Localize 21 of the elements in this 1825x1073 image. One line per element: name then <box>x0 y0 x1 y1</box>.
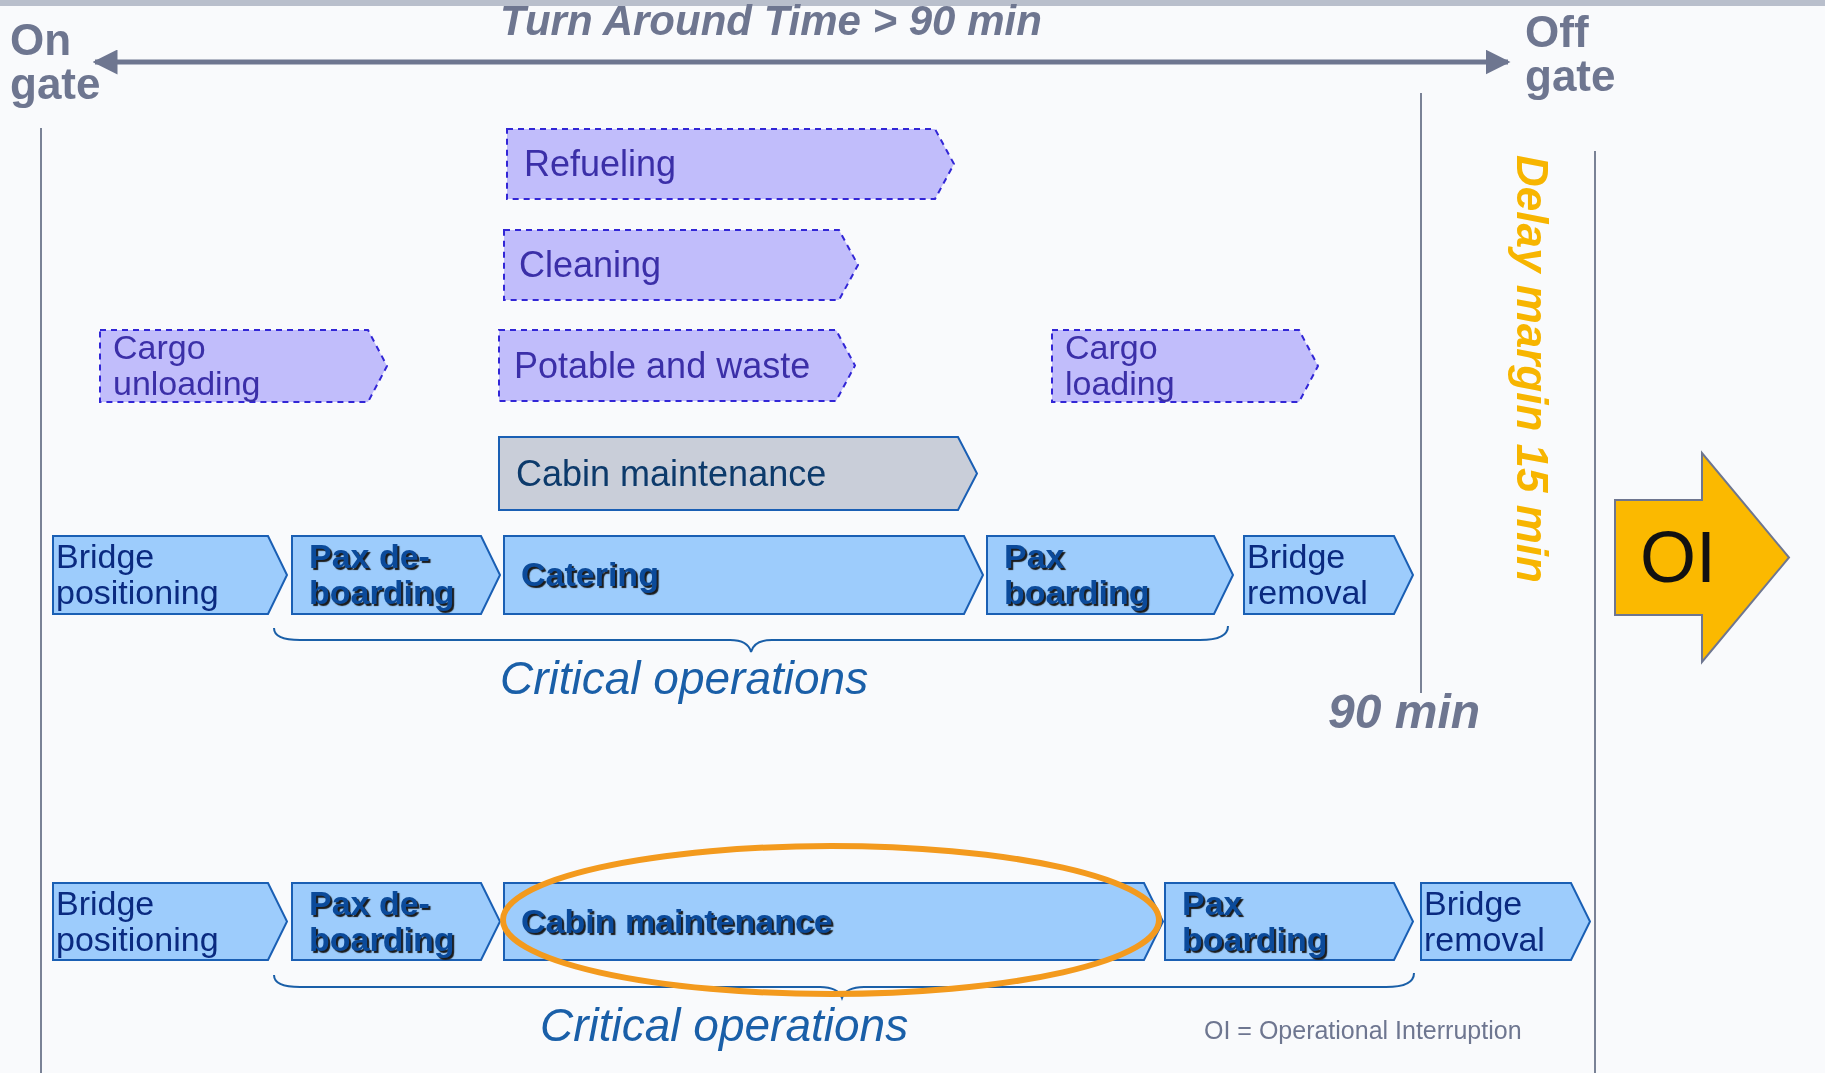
legend-note: OI = Operational Interruption <box>1204 1018 1522 1043</box>
task-bar: Bridge positioning <box>52 535 288 615</box>
critical-task-bar: Pax boarding <box>986 535 1234 615</box>
critical-task-bar: Pax boarding <box>1164 882 1414 961</box>
task-bar: Bridge removal <box>1243 535 1414 615</box>
endpoint-label: On gate <box>10 18 102 106</box>
critical-task-bar: Pax de-boarding <box>291 535 501 615</box>
optional-task-bar: Cargo loading <box>1051 329 1319 403</box>
task-bar: Cabin maintenance <box>498 436 978 511</box>
endpoint-label: Off gate <box>1525 10 1617 98</box>
time-label: 90 min <box>1328 688 1481 736</box>
task-bar: Bridge positioning <box>52 882 288 961</box>
optional-task-bar: Cleaning <box>503 229 859 301</box>
interruption-arrow: OI <box>1614 452 1790 663</box>
task-bar: Bridge removal <box>1420 882 1591 961</box>
optional-task-bar: Potable and waste <box>498 329 856 402</box>
optional-task-bar: Refueling <box>506 128 955 200</box>
margin-label: Delay margin 15 min <box>1510 155 1554 583</box>
critical-task-bar: Pax de-boarding <box>291 882 501 961</box>
dimension-label: Turn Around Time > 90 min <box>500 0 1042 42</box>
optional-task-bar: Cargo unloading <box>99 329 388 403</box>
